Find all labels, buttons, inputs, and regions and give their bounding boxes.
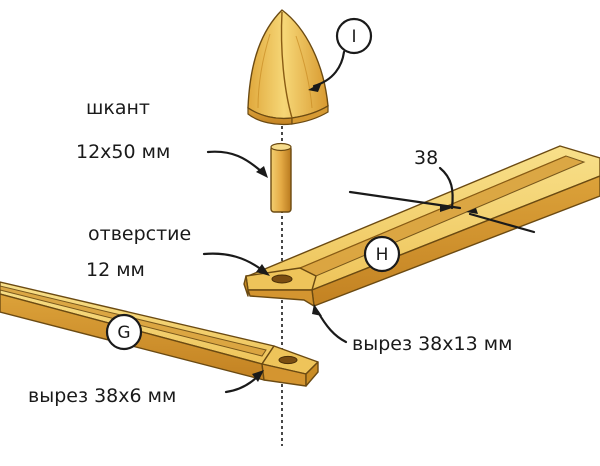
callout-letter-h: H	[376, 245, 389, 265]
cut-g-label: вырез 38x6 мм	[28, 385, 176, 407]
hole-label-line1: отверстие	[88, 223, 191, 245]
width-dimension-label: 38	[414, 147, 438, 169]
callout-letter-g: G	[117, 323, 130, 343]
width-dimension: 38	[348, 147, 536, 234]
cut-g-leader	[224, 370, 264, 394]
callout-beam-h: H	[363, 235, 401, 273]
dowel	[270, 142, 292, 213]
dowel-leader	[206, 150, 268, 178]
callout-finial: I	[308, 17, 373, 92]
hole-label-line2: 12 мм	[86, 259, 145, 281]
callout-letter-i: I	[351, 27, 356, 47]
finial	[247, 9, 329, 126]
cut-h-label: вырез 38x13 мм	[352, 333, 512, 355]
dowel-label-line1: шкант	[86, 97, 150, 119]
beam-h	[243, 145, 600, 307]
hole-leader	[202, 252, 270, 276]
cut-h-leader	[312, 304, 348, 344]
callout-beam-g: G	[105, 313, 143, 351]
dowel-label-line2: 12x50 мм	[76, 141, 170, 163]
